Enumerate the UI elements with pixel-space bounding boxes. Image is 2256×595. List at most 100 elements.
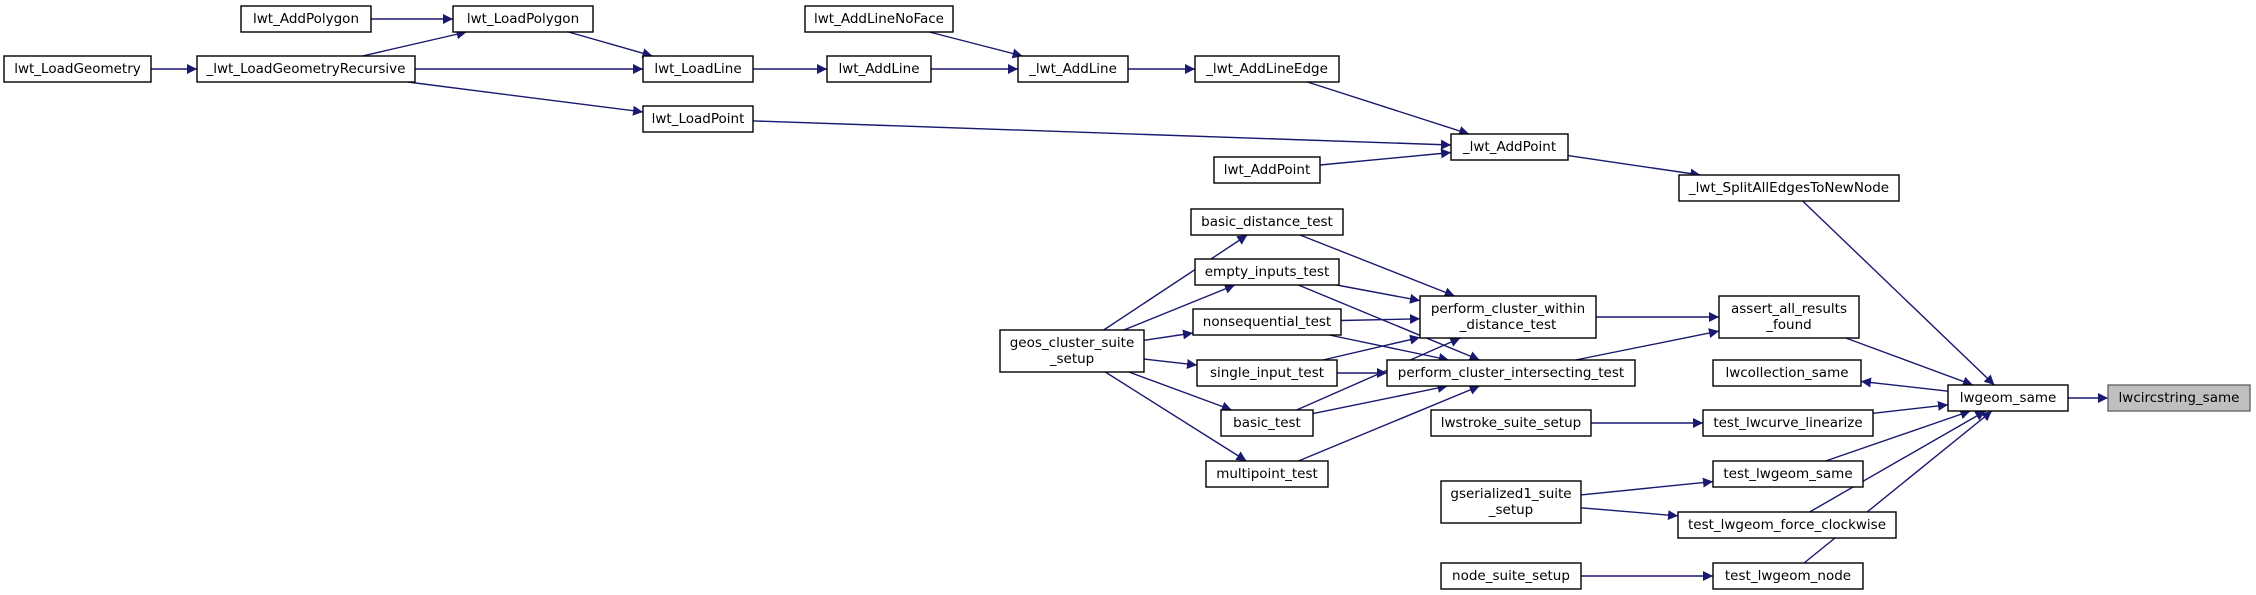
node-label: basic_distance_test bbox=[1201, 214, 1333, 230]
node-box bbox=[1712, 359, 1862, 387]
node-label: _lwt_SplitAllEdgesToNewNode bbox=[1688, 180, 1889, 196]
edge-basic-distance-test-to-perform-cluster-within-distance-test bbox=[1299, 234, 1455, 297]
node-label: lwt_AddLine bbox=[838, 61, 919, 77]
node-label: lwt_LoadPoint bbox=[652, 111, 745, 127]
node-box bbox=[1220, 409, 1314, 437]
node-box bbox=[642, 55, 754, 83]
node-box bbox=[1677, 511, 1897, 539]
edge-arrow bbox=[1322, 334, 1421, 361]
node-perform-cluster-intersecting-test[interactable]: perform_cluster_intersecting_test bbox=[1386, 359, 1636, 387]
node-label: _lwt_LoadGeometryRecursive bbox=[206, 61, 406, 77]
edge-arrow bbox=[1128, 371, 1233, 412]
node-geos-cluster-suite-setup[interactable]: geos_cluster_suite_setup bbox=[999, 329, 1145, 373]
node-label: nonsequential_test bbox=[1203, 314, 1331, 330]
node-lwgeom-same[interactable]: lwgeom_same bbox=[1947, 384, 2069, 412]
node-label: node_suite_setup bbox=[1452, 568, 1570, 584]
node-nonsequential-test[interactable]: nonsequential_test bbox=[1192, 308, 1342, 336]
node-label: test_lwcurve_linearize bbox=[1713, 415, 1862, 431]
edge-arrow bbox=[752, 120, 1452, 150]
edge-arrow bbox=[1319, 148, 1452, 166]
node-single-input-test[interactable]: single_input_test bbox=[1196, 359, 1338, 387]
node-box bbox=[1718, 295, 1860, 339]
edge-arrow bbox=[1329, 334, 1449, 363]
node-label: lwt_LoadGeometry bbox=[14, 61, 141, 77]
edge-perform-cluster-intersecting-test-to-assert-all-results-found bbox=[1575, 328, 1720, 361]
node-box bbox=[1386, 359, 1636, 387]
node-multipoint-test[interactable]: multipoint_test bbox=[1205, 460, 1329, 488]
edge-arrow bbox=[929, 31, 1023, 59]
node-lwt-addpoint[interactable]: lwt_AddPoint bbox=[1213, 156, 1321, 184]
node-label: perform_cluster_intersecting_test bbox=[1398, 365, 1624, 381]
node-assert-all-results-found[interactable]: assert_all_results_found bbox=[1718, 295, 1860, 339]
edge-arrow bbox=[1103, 234, 1248, 331]
edge-lwt-splitalledgestonewnode-to-lwgeom-same bbox=[1802, 200, 1995, 386]
node-box bbox=[1440, 480, 1582, 524]
edge-lwt-addpoint-to-lwt-addpoint-int bbox=[1319, 148, 1452, 166]
node-test-lwgeom-node[interactable]: test_lwgeom_node bbox=[1712, 562, 1864, 590]
edge-geos-cluster-suite-setup-to-nonsequential-test bbox=[1143, 329, 1194, 341]
node-box bbox=[1213, 156, 1321, 184]
node-box bbox=[1450, 133, 1569, 161]
node-gserialized1-suite-setup[interactable]: gserialized1_suite_setup bbox=[1440, 480, 1582, 524]
node-lwt-addline[interactable]: lwt_AddLine bbox=[826, 55, 932, 83]
node-box bbox=[1192, 308, 1342, 336]
node-lwt-loadpoint[interactable]: lwt_LoadPoint bbox=[642, 105, 754, 133]
edge-basic-test-to-perform-cluster-intersecting-test bbox=[1312, 383, 1448, 415]
node-lwt-loadgeometryrecursive[interactable]: _lwt_LoadGeometryRecursive bbox=[196, 55, 416, 83]
node-box bbox=[1017, 55, 1129, 83]
call-edges bbox=[151, 14, 2108, 581]
node-box bbox=[1702, 409, 1874, 437]
node-box bbox=[1712, 562, 1864, 590]
node-lwt-loadpolygon[interactable]: lwt_LoadPolygon bbox=[452, 5, 594, 33]
edge-arrow bbox=[1825, 409, 1971, 462]
node-basic-test[interactable]: basic_test bbox=[1220, 409, 1314, 437]
node-lwt-addlinenoface[interactable]: lwt_AddLineNoFace bbox=[804, 5, 954, 33]
node-basic-distance-test[interactable]: basic_distance_test bbox=[1190, 208, 1344, 236]
edge-lwt-addlinenoface-to-lwt-addline-int bbox=[929, 31, 1023, 59]
node-test-lwgeom-same[interactable]: test_lwgeom_same bbox=[1712, 460, 1864, 488]
node-box bbox=[1190, 208, 1344, 236]
node-test-lwgeom-force-clockwise[interactable]: test_lwgeom_force_clockwise bbox=[1677, 511, 1897, 539]
node-label: basic_test bbox=[1233, 415, 1301, 431]
node-lwstroke-suite-setup[interactable]: lwstroke_suite_setup bbox=[1430, 409, 1592, 437]
edge-arrow bbox=[1336, 284, 1421, 304]
node-test-lwcurve-linearize[interactable]: test_lwcurve_linearize bbox=[1702, 409, 1874, 437]
node-node-suite-setup[interactable]: node_suite_setup bbox=[1440, 562, 1582, 590]
node-box bbox=[3, 55, 152, 83]
node-box bbox=[1194, 55, 1340, 83]
node-box bbox=[642, 105, 754, 133]
node-label: single_input_test bbox=[1210, 365, 1324, 381]
node-label: lwgeom_same bbox=[1960, 390, 2057, 406]
edge-test-lwgeom-same-to-lwgeom-same bbox=[1825, 409, 1971, 462]
node-label: lwcollection_same bbox=[1725, 365, 1848, 381]
node-label: lwt_AddPolygon bbox=[253, 11, 359, 27]
node-empty-inputs-test[interactable]: empty_inputs_test bbox=[1194, 258, 1340, 286]
node-lwt-splitalledgestonewnode[interactable]: _lwt_SplitAllEdgesToNewNode bbox=[1678, 174, 1900, 202]
edge-geos-cluster-suite-setup-to-empty-inputs-test bbox=[1123, 284, 1236, 331]
edge-test-lwgeom-force-clockwise-to-lwgeom-same bbox=[1809, 410, 1986, 513]
node-box bbox=[240, 5, 372, 33]
node-lwt-addline-int[interactable]: _lwt_AddLine bbox=[1017, 55, 1129, 83]
node-box bbox=[826, 55, 932, 83]
node-lwcollection-same[interactable]: lwcollection_same bbox=[1712, 359, 1862, 387]
node-lwt-addpoint-int[interactable]: _lwt_AddPoint bbox=[1450, 133, 1569, 161]
node-lwt-addlineedge[interactable]: _lwt_AddLineEdge bbox=[1194, 55, 1340, 83]
edge-arrow bbox=[568, 31, 653, 59]
node-box bbox=[1194, 258, 1340, 286]
node-label: _distance_test bbox=[1459, 317, 1557, 333]
node-perform-cluster-within-distance-test[interactable]: perform_cluster_within_distance_test bbox=[1419, 295, 1597, 339]
edge-multipoint-test-to-perform-cluster-intersecting-test bbox=[1298, 385, 1480, 462]
edge-arrow bbox=[1845, 337, 1974, 387]
edge-arrow bbox=[1307, 81, 1470, 136]
node-lwt-loadline[interactable]: lwt_LoadLine bbox=[642, 55, 754, 83]
edge-arrow bbox=[407, 81, 644, 116]
edge-arrow bbox=[1299, 234, 1455, 297]
edge-arrow bbox=[1312, 383, 1448, 415]
node-box bbox=[1205, 460, 1329, 488]
node-lwt-addpolygon[interactable]: lwt_AddPolygon bbox=[240, 5, 372, 33]
edge-geos-cluster-suite-setup-to-basic-test bbox=[1128, 371, 1233, 412]
node-lwt-loadgeometry[interactable]: lwt_LoadGeometry bbox=[3, 55, 152, 83]
edge-lwt-loadpoint-to-lwt-addpoint-int bbox=[752, 120, 1452, 150]
node-box bbox=[1419, 295, 1597, 339]
edge-lwgeom-same-to-lwcollection-same bbox=[1860, 377, 1949, 392]
